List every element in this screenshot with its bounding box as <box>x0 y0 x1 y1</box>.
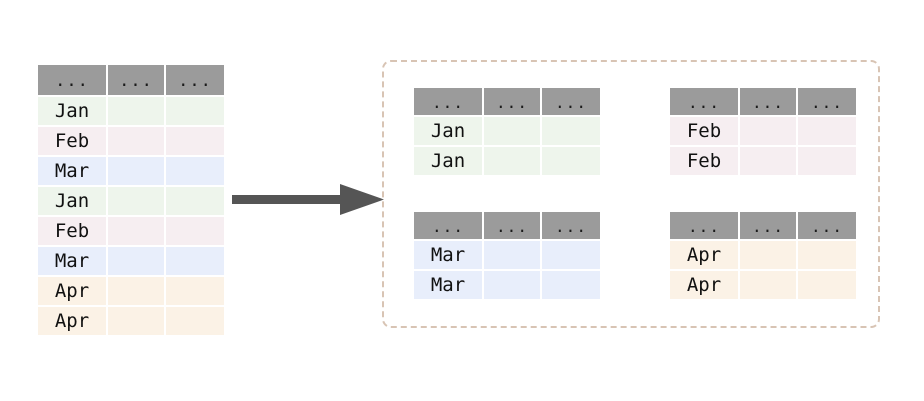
split-table-mar-header-cell-2: ... <box>542 212 600 241</box>
table-row: Jan <box>414 117 600 147</box>
arrow-right-icon <box>232 184 384 215</box>
table-row: Mar <box>38 247 224 277</box>
source-table-row-2-cell-0 <box>108 157 166 187</box>
split-table-apr-header-row: ... ... ... <box>670 212 856 241</box>
split-table-jan-row-0-label: Jan <box>414 117 484 147</box>
source-table-header-row: ... ... ... <box>38 65 224 97</box>
split-table-feb-row-1-label: Feb <box>670 147 740 175</box>
split-table-feb-header-cell-0: ... <box>670 88 740 117</box>
table-row: Jan <box>38 187 224 217</box>
split-table-mar-row-1-label: Mar <box>414 271 484 299</box>
split-table-mar-header-cell-0: ... <box>414 212 484 241</box>
source-table-row-6-label: Apr <box>38 277 108 307</box>
split-table-jan-row-1-label: Jan <box>414 147 484 175</box>
split-table-jan-row-1-cell-0 <box>484 147 542 175</box>
source-table-row-0-cell-0 <box>108 97 166 127</box>
split-table-apr-row-0-cell-0 <box>740 241 798 271</box>
table-row: Apr <box>38 307 224 335</box>
table-row: Feb <box>38 127 224 157</box>
table-row: Apr <box>38 277 224 307</box>
split-table-mar-row-1-cell-1 <box>542 271 600 299</box>
source-table-row-7-cell-0 <box>108 307 166 335</box>
split-table-mar-header-cell-1: ... <box>484 212 542 241</box>
split-table-feb-row-0-cell-1 <box>798 117 856 147</box>
split-table-feb-row-0-cell-0 <box>740 117 798 147</box>
table-row: Feb <box>670 117 856 147</box>
split-table-mar-row-0-label: Mar <box>414 241 484 271</box>
split-table-jan-row-1-cell-1 <box>542 147 600 175</box>
split-table-apr-header-cell-1: ... <box>740 212 798 241</box>
source-table-header-cell-2: ... <box>166 65 224 97</box>
source-table-row-6-cell-0 <box>108 277 166 307</box>
source-table-row-0-cell-1 <box>166 97 224 127</box>
split-table-apr-row-1-label: Apr <box>670 271 740 299</box>
split-table-feb-row-1-cell-0 <box>740 147 798 175</box>
source-table-row-4-cell-1 <box>166 217 224 247</box>
split-table-apr-header-cell-0: ... <box>670 212 740 241</box>
source-table-row-4-cell-0 <box>108 217 166 247</box>
table-row: Apr <box>670 271 856 299</box>
split-table-feb-row-0-label: Feb <box>670 117 740 147</box>
source-table-header-cell-0: ... <box>38 65 108 97</box>
split-group-container <box>382 60 880 328</box>
source-table-row-1-cell-0 <box>108 127 166 157</box>
table-row: Jan <box>38 97 224 127</box>
split-table-apr-row-1-cell-0 <box>740 271 798 299</box>
source-table-row-5-cell-1 <box>166 247 224 277</box>
table-row: Apr <box>670 241 856 271</box>
split-table-jan-header-cell-1: ... <box>484 88 542 117</box>
table-row: Mar <box>414 241 600 271</box>
split-table-feb-header-cell-2: ... <box>798 88 856 117</box>
split-table-jan-header-cell-2: ... <box>542 88 600 117</box>
source-table-row-0-label: Jan <box>38 97 108 127</box>
source-table-row-7-cell-1 <box>166 307 224 335</box>
split-table-jan-row-0-cell-1 <box>542 117 600 147</box>
source-table-row-5-label: Mar <box>38 247 108 277</box>
source-table-row-3-cell-1 <box>166 187 224 217</box>
split-table-feb-row-1-cell-1 <box>798 147 856 175</box>
split-table-apr-row-1-cell-1 <box>798 271 856 299</box>
source-table-row-5-cell-0 <box>108 247 166 277</box>
table-row: Mar <box>414 271 600 299</box>
source-table-header-cell-1: ... <box>108 65 166 97</box>
split-table-apr-header-cell-2: ... <box>798 212 856 241</box>
source-table-row-2-cell-1 <box>166 157 224 187</box>
table-row: Jan <box>414 147 600 175</box>
flow-arrow <box>232 178 384 222</box>
table-row: Mar <box>38 157 224 187</box>
split-table-jan-header-cell-0: ... <box>414 88 484 117</box>
split-table-feb-header-row: ... ... ... <box>670 88 856 117</box>
split-table-apr-row-0-label: Apr <box>670 241 740 271</box>
split-table-mar-row-1-cell-0 <box>484 271 542 299</box>
split-table-feb-header-cell-1: ... <box>740 88 798 117</box>
source-table-row-7-label: Apr <box>38 307 108 335</box>
split-table-mar-row-0-cell-0 <box>484 241 542 271</box>
source-table-row-6-cell-1 <box>166 277 224 307</box>
table-row: Feb <box>670 147 856 175</box>
split-table-jan-header-row: ... ... ... <box>414 88 600 117</box>
source-table-row-3-cell-0 <box>108 187 166 217</box>
table-row: Feb <box>38 217 224 247</box>
source-table-row-3-label: Jan <box>38 187 108 217</box>
source-table-row-1-cell-1 <box>166 127 224 157</box>
split-table-apr-row-0-cell-1 <box>798 241 856 271</box>
source-table-row-1-label: Feb <box>38 127 108 157</box>
source-table-row-4-label: Feb <box>38 217 108 247</box>
split-table-mar-row-0-cell-1 <box>542 241 600 271</box>
source-table-row-2-label: Mar <box>38 157 108 187</box>
split-table-mar-header-row: ... ... ... <box>414 212 600 241</box>
split-table-jan-row-0-cell-0 <box>484 117 542 147</box>
